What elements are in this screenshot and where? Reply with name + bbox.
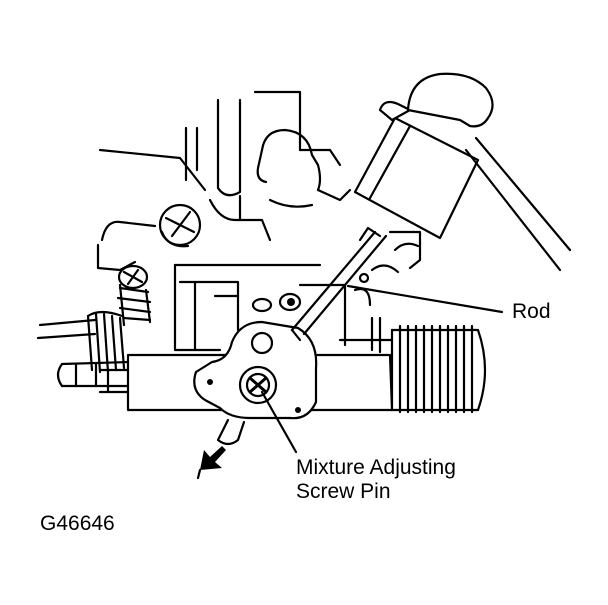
rod-label: Rod [512,300,551,323]
leader-lines [260,284,504,454]
arrow-down-left-icon [196,446,226,480]
mixture-adjusting-label: Mixture Adjusting [296,456,456,479]
right-threaded-fitting [338,316,487,414]
mixture-screw-leader-line [260,390,298,454]
carburetor-body-outline [96,90,422,274]
lower-left-screw [116,264,152,327]
left-threaded-fitting [36,310,134,388]
screw-pin-label: Screw Pin [296,480,391,503]
mixture-adjusting-cap [193,320,318,446]
upper-left-screw [158,203,202,248]
rod-leader-line [346,284,504,314]
rod [290,230,388,342]
figure-code: G46646 [40,512,115,535]
hammer-icon [353,72,572,272]
